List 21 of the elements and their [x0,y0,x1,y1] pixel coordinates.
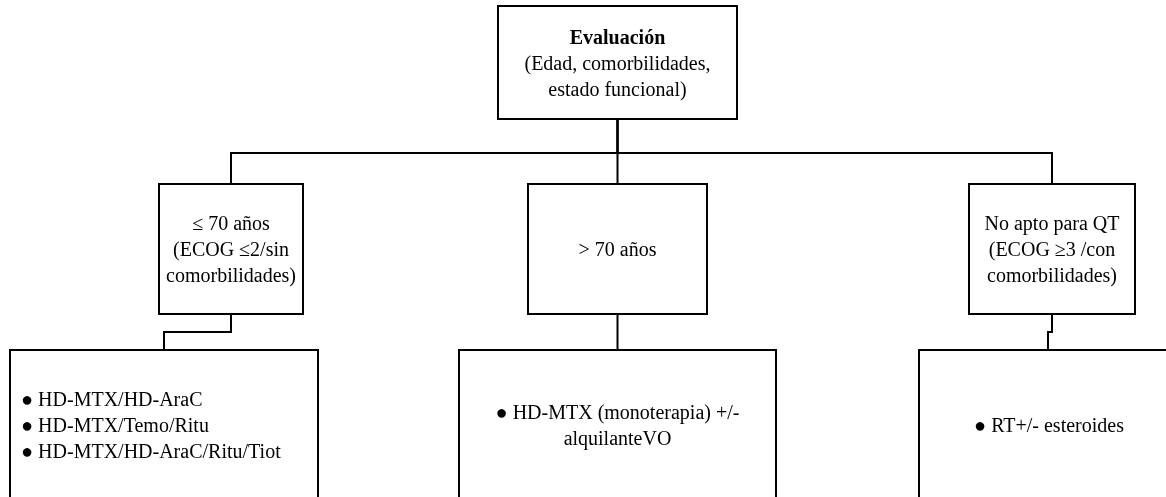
process-box [918,349,1166,497]
process-box [968,183,1136,315]
box-text: ● RT+/- esteroides [974,413,1124,438]
connector-line [616,119,1053,184]
box-text: ≤ 70 años (ECOG ≤2/sin comorbilidades) [166,211,296,288]
connector-line [163,314,232,350]
process-box [458,349,777,497]
process-box [9,349,319,497]
box-text: ● HD-MTX/HD-AraC/Ritu/Tiot [21,439,281,464]
box-text: (Edad, comorbilidades, estado funcional) [523,50,712,102]
box-text: ● HD-MTX (monoterapia) +/- alquilanteVO [494,400,741,451]
process-box [527,183,708,315]
connector-line [616,314,619,350]
box-text: > 70 años [578,237,657,262]
process-box [497,5,738,120]
box-text: ● HD-MTX/Temo/Ritu [21,413,209,438]
connector-line [1047,314,1053,350]
box-text: ● HD-MTX/HD-AraC [21,387,203,412]
box-text: No apto para QT (ECOG ≥3 /con comorbilidades) [983,211,1121,288]
box-heading: Evaluación [569,24,666,50]
process-box [158,183,304,315]
